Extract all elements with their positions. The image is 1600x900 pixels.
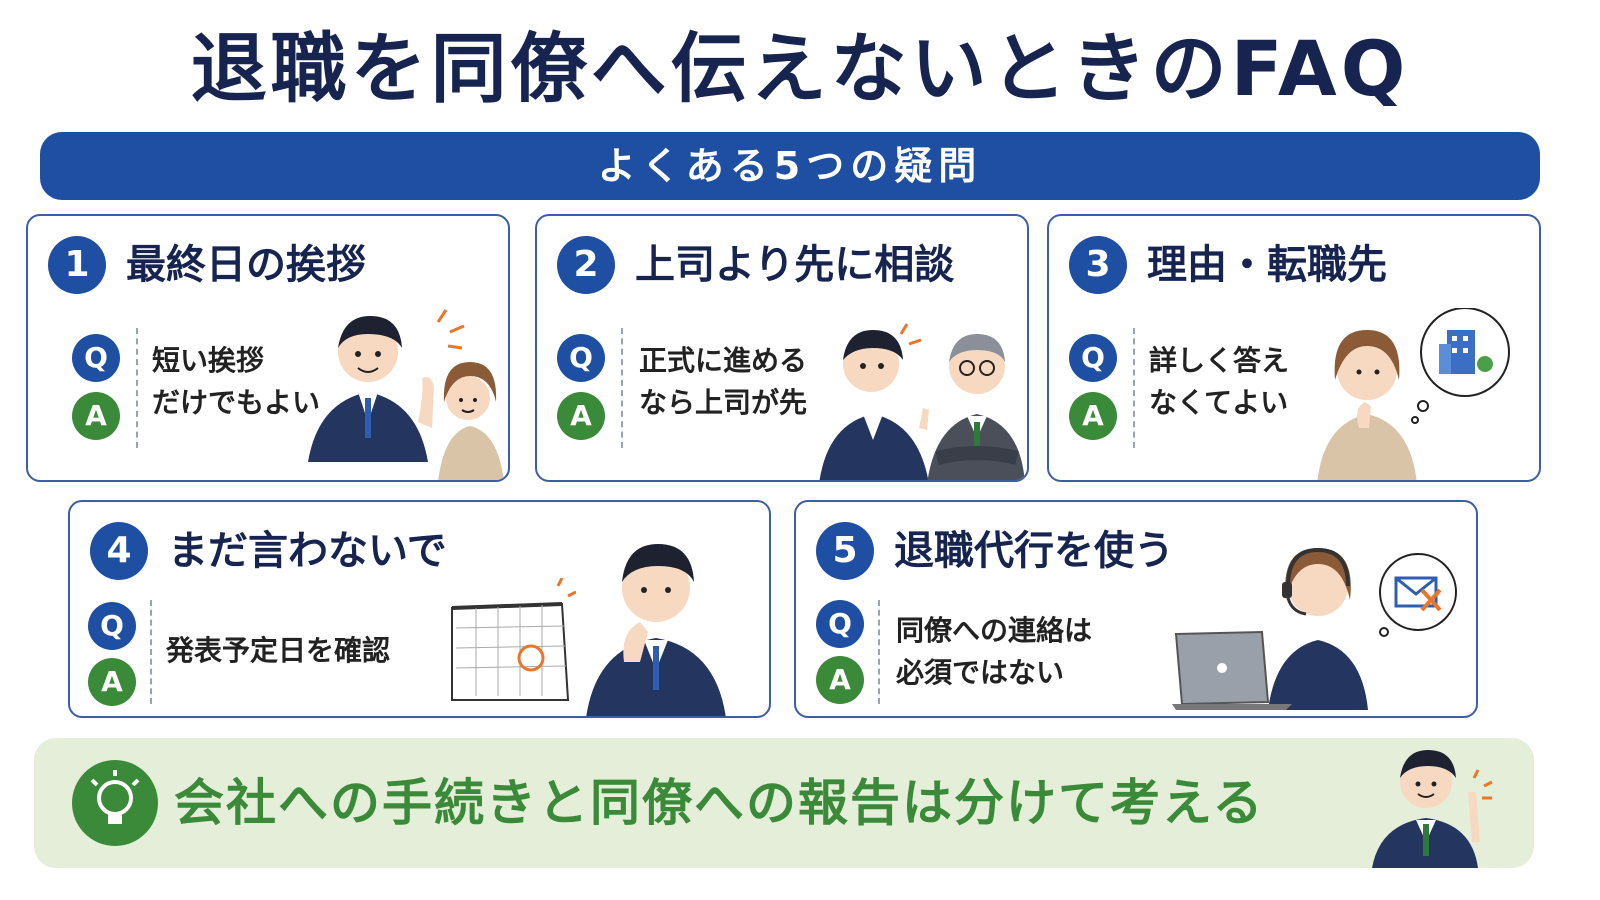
summary-text: 会社への手続きと同僚への報告は分けて考える (174, 774, 1265, 832)
person-thinking-icon (586, 544, 726, 716)
question-badge: Q (1069, 334, 1117, 382)
card-title: 最終日の挨拶 (126, 242, 366, 288)
card-title: 理由・転職先 (1147, 242, 1387, 288)
answer-line-1: 短い挨拶 (152, 344, 265, 377)
question-badge: Q (72, 334, 120, 382)
card-title: 上司より先に相談 (635, 242, 955, 288)
subtitle-banner: よくある5つの疑問 (40, 132, 1540, 200)
card-title: 退職代行を使う (894, 528, 1174, 574)
question-badge: Q (88, 602, 136, 650)
answer-badge: A (816, 656, 864, 704)
qa-divider (150, 600, 152, 704)
answer-text: 発表予定日を確認 (166, 630, 390, 672)
qa-divider (621, 328, 623, 448)
card-number-badge: 2 (557, 236, 615, 294)
boss-icon (819, 323, 1025, 480)
answer-badge: A (557, 392, 605, 440)
answer-badge: A (88, 658, 136, 706)
faq-card-5: 5 退職代行を使う Q A 同僚への連絡は 必須ではない (794, 500, 1478, 718)
lightbulb-icon (72, 760, 158, 846)
answer-line-2: なら上司が先 (639, 386, 808, 419)
answer-line-1: 発表予定日を確認 (166, 634, 391, 667)
card-number-badge: 1 (48, 236, 106, 294)
card-number-badge: 3 (1069, 236, 1127, 294)
answer-text: 同僚への連絡は 必須ではない (896, 610, 1092, 694)
card-number-badge: 4 (90, 522, 148, 580)
mail-cross-icon (1379, 553, 1457, 637)
answer-line-2: なくてよい (1149, 386, 1289, 419)
faq-card-2: 2 上司より先に相談 Q A 正式に進める なら上司が先 (535, 214, 1029, 482)
building-thought-icon (1317, 308, 1510, 480)
qa-divider (136, 328, 138, 448)
answer-line-2: だけでもよい (152, 386, 321, 419)
answer-text: 正式に進める なら上司が先 (639, 340, 807, 424)
pointing-person-icon (1372, 750, 1493, 868)
answer-text: 詳しく答え なくてよい (1149, 340, 1289, 424)
page-title: 退職を同僚へ伝えないときのFAQ (190, 24, 1410, 113)
faq-card-1: 1 最終日の挨拶 Q A 短い挨拶 だけでもよい (26, 214, 510, 482)
question-badge: Q (557, 334, 605, 382)
answer-badge: A (1069, 392, 1117, 440)
calendar-icon (451, 578, 576, 701)
card-number-badge: 5 (816, 522, 874, 580)
faq-card-3: 3 理由・転職先 Q A 詳しく答え なくてよい (1047, 214, 1541, 482)
question-badge: Q (816, 600, 864, 648)
answer-line-2: 必須ではない (896, 656, 1065, 689)
headset-operator-icon (1172, 547, 1368, 710)
card-title: まだ言わないで (168, 528, 447, 574)
qa-divider (1133, 328, 1135, 448)
qa-divider (878, 600, 880, 704)
answer-line-1: 詳しく答え (1149, 344, 1290, 377)
answer-text: 短い挨拶 だけでもよい (152, 340, 320, 424)
summary-banner: 会社への手続きと同僚への報告は分けて考える (34, 738, 1534, 868)
answer-line-1: 同僚への連絡は (896, 614, 1093, 647)
answer-badge: A (72, 392, 120, 440)
person-waving-icon (308, 309, 504, 480)
faq-card-4: 4 まだ言わないで Q A 発表予定日を確認 (68, 500, 771, 718)
answer-line-1: 正式に進める (639, 344, 808, 377)
